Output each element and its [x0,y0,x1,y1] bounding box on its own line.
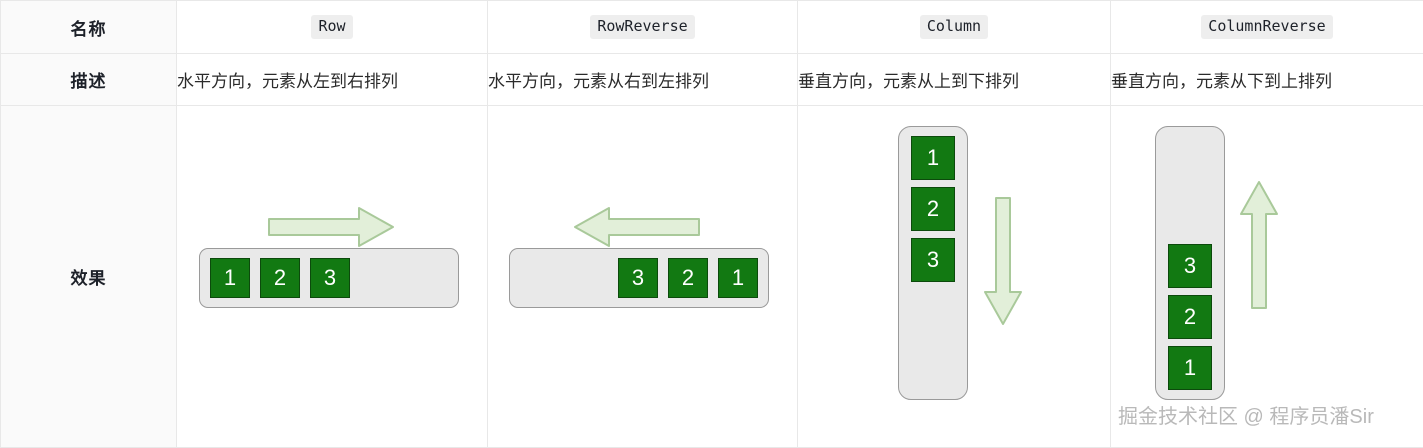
table-row-description: 描述 水平方向，元素从左到右排列 水平方向，元素从右到左排列 垂直方向，元素从上… [1,54,1423,106]
flex-item: 3 [911,238,955,282]
table-row-name: 名称 Row RowReverse Column ColumnReverse [1,1,1423,54]
cell-name-columnreverse: ColumnReverse [1111,1,1423,54]
cell-desc-columnreverse: 垂直方向，元素从下到上排列 [1111,54,1423,106]
row-label-name: 名称 [1,1,177,54]
diagram-column: 1 2 3 [798,106,1110,447]
flex-item: 3 [1168,244,1212,288]
cell-effect-column: 1 2 3 [798,106,1111,448]
flex-item: 1 [210,258,250,298]
flex-item: 1 [1168,346,1212,390]
flex-item: 2 [260,258,300,298]
flex-item: 2 [911,187,955,231]
cell-name-rowreverse: RowReverse [488,1,798,54]
arrow-up-icon [1239,180,1279,310]
diagram-row: 1 2 3 [177,106,487,447]
table-row-effect: 效果 1 2 3 [1,106,1423,448]
flex-item: 3 [618,258,658,298]
cell-name-column: Column [798,1,1111,54]
flex-container-rowreverse: 3 2 1 [509,248,769,308]
flex-item: 2 [668,258,708,298]
flex-item: 2 [1168,295,1212,339]
arrow-left-icon [573,206,701,248]
flex-item: 3 [310,258,350,298]
cell-desc-column: 垂直方向，元素从上到下排列 [798,54,1111,106]
cell-effect-rowreverse: 3 2 1 [488,106,798,448]
flex-item: 1 [718,258,758,298]
cell-desc-row: 水平方向，元素从左到右排列 [177,54,488,106]
code-label-columnreverse: ColumnReverse [1201,15,1332,39]
flex-item: 1 [911,136,955,180]
cell-name-row: Row [177,1,488,54]
arrow-right-icon [267,206,395,248]
cell-desc-rowreverse: 水平方向，元素从右到左排列 [488,54,798,106]
row-label-effect: 效果 [1,106,177,448]
flex-container-row: 1 2 3 [199,248,459,308]
cell-effect-columnreverse: 3 2 1 [1111,106,1423,448]
diagram-rowreverse: 3 2 1 [488,106,797,447]
flex-container-columnreverse: 3 2 1 [1155,126,1225,400]
code-label-row: Row [311,15,352,39]
row-label-description: 描述 [1,54,177,106]
flex-container-column: 1 2 3 [898,126,968,400]
diagram-columnreverse: 3 2 1 [1111,106,1423,447]
cell-effect-row: 1 2 3 [177,106,488,448]
arrow-down-icon [983,196,1023,326]
code-label-rowreverse: RowReverse [590,15,694,39]
code-label-column: Column [920,15,988,39]
